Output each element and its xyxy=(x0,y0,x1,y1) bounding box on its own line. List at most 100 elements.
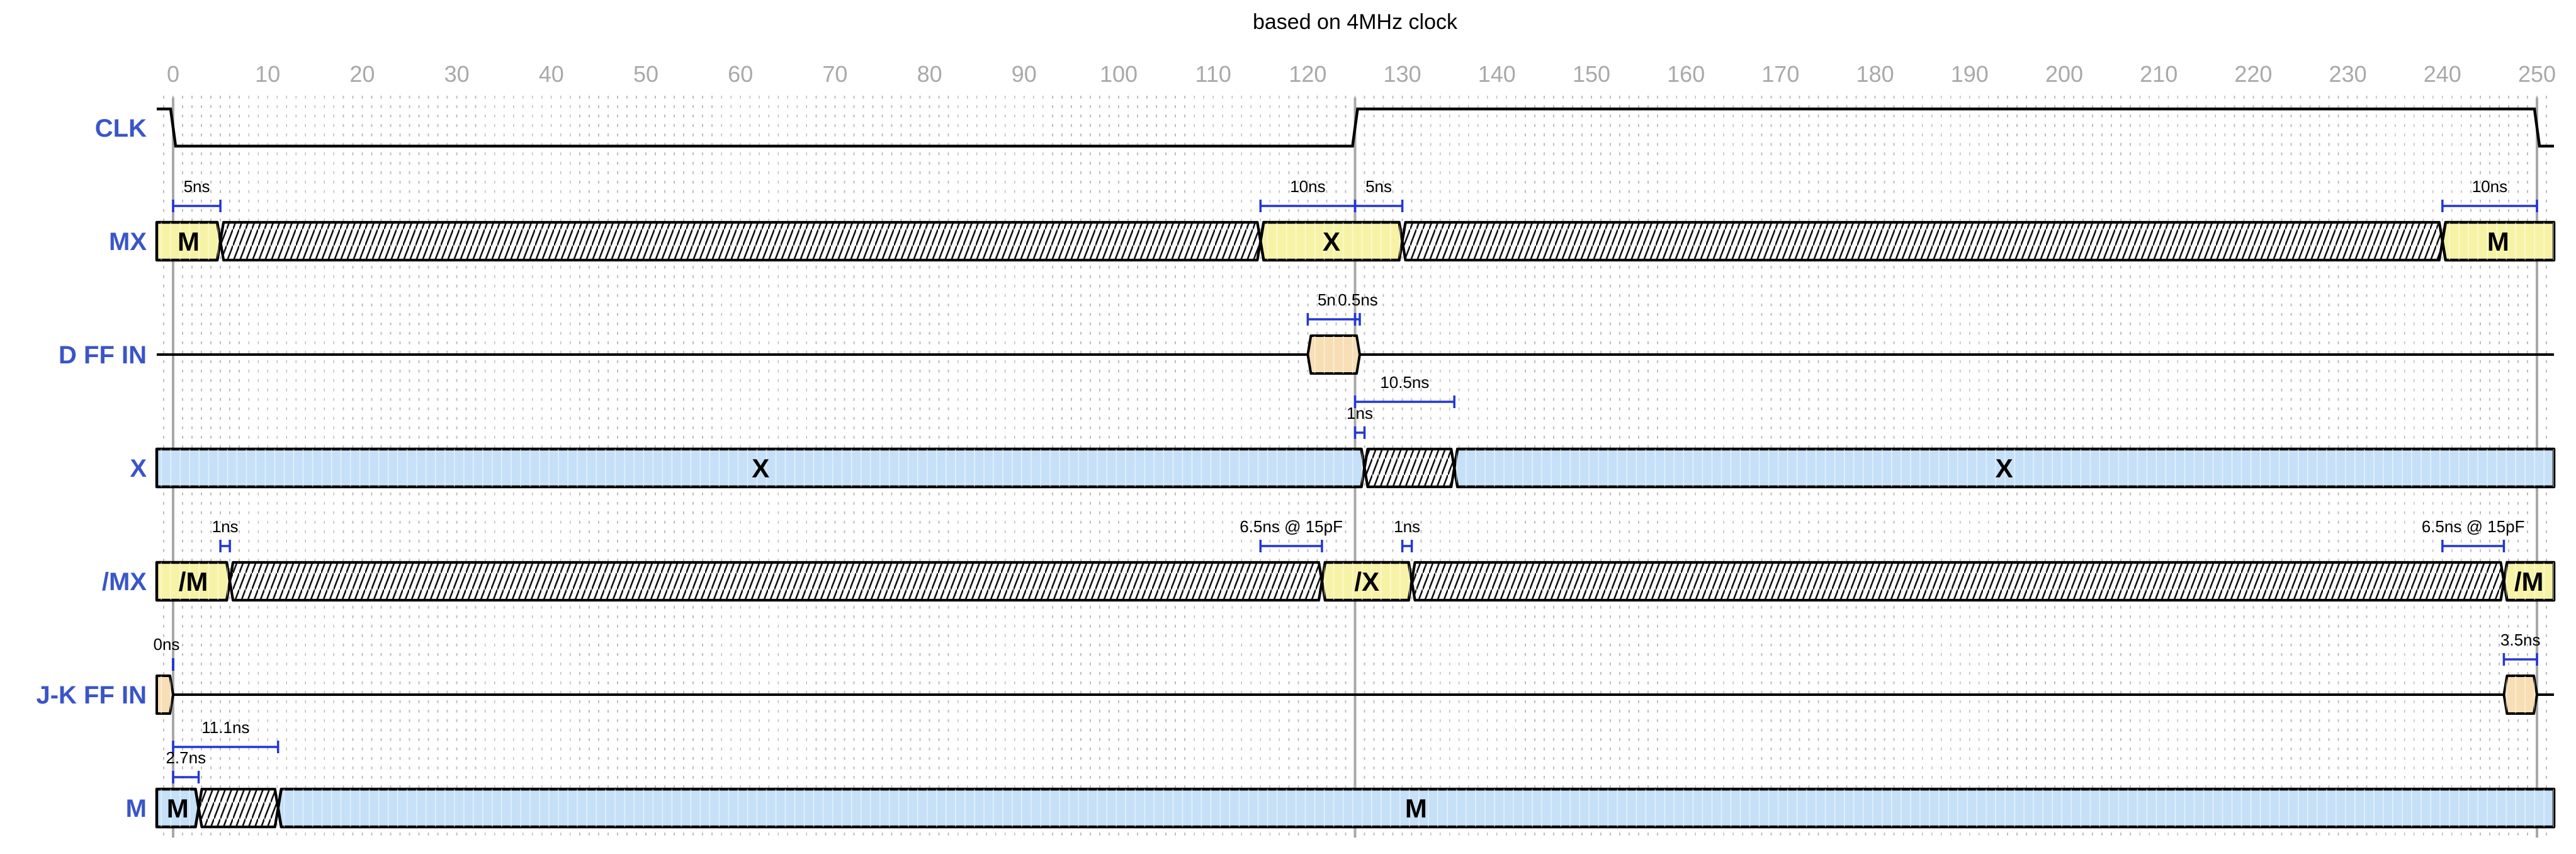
row-label: M xyxy=(126,795,147,823)
axis-tick-label: 250 xyxy=(2518,61,2556,87)
dim-label: 2.7ns xyxy=(166,748,206,767)
dim-annotation xyxy=(1353,396,1455,408)
bus-unknown-segment xyxy=(1410,561,2505,602)
axis-tick-label: 10 xyxy=(255,61,280,87)
bus-stripes xyxy=(1454,449,2554,487)
bus-stripes xyxy=(157,789,199,827)
row-label: J-K FF IN xyxy=(36,681,147,709)
axis-tick-label: 40 xyxy=(539,61,564,87)
axis-tick-label: 60 xyxy=(728,61,753,87)
dim-annotation xyxy=(172,741,280,753)
signal-row-d-ff-in xyxy=(157,334,2554,375)
bus-unknown-segment xyxy=(229,561,1324,602)
signal-row-m xyxy=(155,787,2556,829)
dim-annotation xyxy=(1353,313,1361,326)
dim-label: 1ns xyxy=(212,517,239,536)
bus-stripes xyxy=(278,789,2555,827)
signal-row-j-k-ff-in xyxy=(155,675,2554,715)
dim-annotation xyxy=(1259,540,1323,552)
bus-value-label: M xyxy=(2487,227,2509,256)
axis-tick-label: 130 xyxy=(1384,61,1421,87)
bus-stripes xyxy=(157,449,1365,487)
dim-label: 0.5ns xyxy=(1338,290,1378,309)
dim-label: 1ns xyxy=(1347,404,1373,423)
bus-value-label: /M xyxy=(179,567,208,596)
bus-value-label: X xyxy=(1996,453,2013,483)
axis-tick-label: 80 xyxy=(917,61,942,87)
dim-annotation xyxy=(172,200,222,212)
axis-tick-label: 100 xyxy=(1100,61,1138,87)
dim-label: 10ns xyxy=(1290,177,1325,196)
dim-annotation xyxy=(1353,200,1404,212)
axis-tick-label: 220 xyxy=(2234,61,2272,87)
axis-tick-label: 170 xyxy=(1761,61,1799,87)
bus-value-label: M xyxy=(167,794,189,823)
axis-tick-label: 20 xyxy=(349,61,375,87)
bus-stripes xyxy=(2504,562,2554,600)
dim-annotation xyxy=(1306,313,1357,326)
dim-label: 6.5ns @ 15pF xyxy=(1240,517,1343,536)
diagram-title: based on 4MHz clock xyxy=(1252,10,1458,34)
bus-unknown-segment xyxy=(1401,220,2444,262)
axis-tick-label: 150 xyxy=(1573,61,1610,87)
dim-annotation xyxy=(2441,200,2538,212)
bus-value-label: /M xyxy=(2514,567,2544,596)
bus-value-label: M xyxy=(1405,794,1427,823)
dim-label: 0ns xyxy=(154,635,180,654)
dim-label: 5n xyxy=(1318,290,1336,309)
dim-label: 11.1ns xyxy=(201,718,249,737)
axis-tick-label: 240 xyxy=(2424,61,2461,87)
bus-value-label: M xyxy=(178,227,200,256)
pulse-stripes xyxy=(157,676,173,714)
dim-label: 10ns xyxy=(2472,177,2507,196)
bus-value-label: X xyxy=(1323,227,1340,256)
dim-annotation xyxy=(1353,426,1366,439)
dim-annotation xyxy=(1401,540,1413,552)
row-label: X xyxy=(130,455,147,482)
clock-wave xyxy=(157,107,2554,148)
axis-tick-label: 30 xyxy=(444,61,470,87)
bus-stripes xyxy=(2442,222,2554,260)
bus-value-label: X xyxy=(752,453,769,483)
axis-tick-label: 110 xyxy=(1195,61,1231,87)
axis-tick-label: 140 xyxy=(1478,61,1516,87)
axis-tick-label: 160 xyxy=(1667,61,1705,87)
dim-label: 6.5ns @ 15pF xyxy=(2422,517,2525,536)
row-label: MX xyxy=(109,228,147,256)
bus-unknown-segment xyxy=(197,787,280,829)
axis-tick-label: 230 xyxy=(2329,61,2367,87)
bus-stripes xyxy=(157,562,230,600)
axis-tick-label: 90 xyxy=(1012,61,1037,87)
bus-value-label: /X xyxy=(1354,567,1379,596)
row-label: D FF IN xyxy=(59,341,147,369)
dim-annotation xyxy=(2441,540,2505,552)
axis-tick-label: 0 xyxy=(167,61,179,87)
dim-annotation xyxy=(172,771,200,783)
axis-tick-label: 120 xyxy=(1289,61,1326,87)
bus-stripes xyxy=(157,222,221,260)
row-label: /MX xyxy=(102,568,147,596)
signal-row-x xyxy=(155,447,2556,489)
bus-unknown-segment xyxy=(219,220,1262,262)
dim-label: 3.5ns xyxy=(2500,630,2541,649)
dim-annotation xyxy=(1259,200,1357,212)
bus-stripes xyxy=(1260,222,1403,260)
dim-label: 10.5ns xyxy=(1380,373,1429,392)
row-label: CLK xyxy=(95,115,147,142)
dim-label: 5ns xyxy=(184,177,210,196)
signal-row--mx xyxy=(155,561,2556,602)
pulse-stripes xyxy=(1308,336,1360,373)
axis-tick-label: 70 xyxy=(822,61,847,87)
dim-annotation xyxy=(2502,653,2538,666)
axis-tick-label: 50 xyxy=(633,61,658,87)
bus-stripes xyxy=(1321,562,1412,600)
axis-tick-label: 190 xyxy=(1951,61,1989,87)
dim-label: 1ns xyxy=(1394,517,1420,536)
dim-label: 5ns xyxy=(1365,177,1392,196)
pulse-stripes xyxy=(2504,676,2537,714)
axis-tick-label: 200 xyxy=(2045,61,2083,87)
signal-row-clk xyxy=(157,107,2554,148)
axis-tick-label: 180 xyxy=(1856,61,1894,87)
